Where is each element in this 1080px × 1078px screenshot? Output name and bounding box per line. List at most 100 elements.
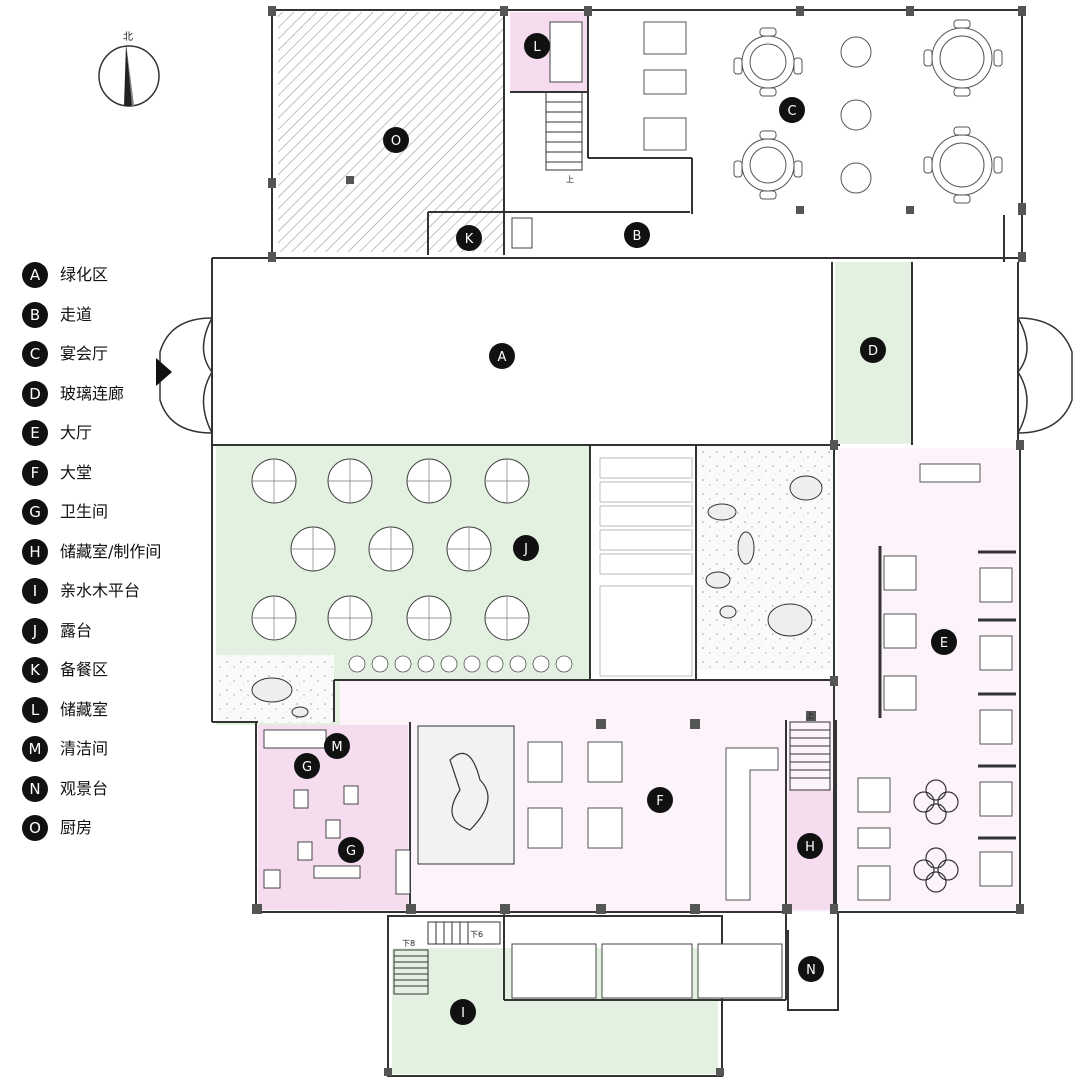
zone-e-label: E — [940, 636, 948, 651]
zone-o-label: O — [391, 134, 401, 149]
hall-partitions — [878, 546, 1016, 840]
restroom-fixtures — [263, 729, 411, 895]
legend-label: 备餐区 — [60, 660, 109, 679]
zone-j-marker — [513, 535, 539, 561]
legend-item-j: J 露台 — [22, 617, 222, 658]
square-tables-c — [643, 21, 687, 151]
legend-label: 储藏室/制作间 — [60, 541, 162, 561]
legend-key-marker: A — [22, 262, 48, 288]
legend-item-b: B 走道 — [22, 301, 222, 342]
legend-key-marker: K — [22, 657, 48, 683]
legend-key-marker: M — [22, 736, 48, 762]
lobby-sofas — [511, 943, 783, 999]
zone-l-label: L — [533, 40, 541, 55]
zone-g-label-2: G — [346, 844, 356, 859]
zone-d-marker — [860, 337, 886, 363]
legend: A 绿化区 B 走道 C 宴会厅 D 玻璃连廊 E 大厅 F 大堂 G 卫生间 H 储藏室/制作间 I 亲水木平台… — [22, 262, 222, 855]
legend-key-marker: F — [22, 459, 48, 486]
zone-e-marker — [931, 629, 957, 655]
legend-label: 绿化区 — [60, 265, 109, 284]
legend-item-h: H 储藏室/制作间 — [22, 538, 222, 579]
lobby-rock-feature — [417, 725, 515, 865]
zone-a-marker — [489, 343, 515, 369]
zone-c-marker — [779, 97, 805, 123]
legend-key-marker: C — [22, 341, 48, 367]
legend-item-n: N 观景台 — [22, 775, 222, 816]
legend-item-f: F 大堂 — [22, 459, 222, 500]
stair-note-down-6: 下6 — [470, 930, 483, 939]
zone-d-label: D — [868, 344, 878, 359]
legend-label: 走道 — [60, 304, 93, 324]
legend-label: 玻璃连廊 — [60, 383, 125, 403]
legend-key-marker: N — [22, 775, 48, 802]
legend-key-marker: E — [22, 420, 48, 446]
legend-key-marker: D — [22, 380, 48, 407]
compass-icon: 北 — [98, 31, 160, 107]
lobby-tables — [527, 741, 779, 901]
zone-k-marker — [456, 225, 482, 251]
legend-item-l: L 储藏室 — [22, 696, 222, 737]
zone-b-marker — [624, 222, 650, 248]
stair-note-down-8: 下8 — [402, 939, 415, 948]
hall-tables — [857, 463, 1013, 901]
compass-north-label: 北 — [123, 31, 133, 43]
zone-k-label: K — [465, 232, 474, 247]
legend-label: 大堂 — [60, 462, 93, 482]
zone-l-marker — [524, 33, 550, 59]
legend-key-marker: G — [22, 499, 48, 525]
zone-a-label: A — [498, 350, 507, 365]
legend-item-g: G 卫生间 — [22, 499, 222, 539]
legend-key-marker: B — [22, 301, 48, 328]
zone-h-label: H — [805, 840, 815, 855]
legend-item-i: I 亲水木平台 — [22, 578, 222, 618]
entrance-arrow-icon — [156, 358, 172, 386]
zone-g-label: G — [302, 760, 312, 775]
lobby-area — [340, 680, 838, 912]
legend-label: 亲水木平台 — [60, 581, 141, 600]
zone-h-marker — [797, 833, 823, 859]
planters — [348, 655, 573, 673]
legend-item-k: K 备餐区 — [22, 657, 222, 697]
zone-i-marker — [450, 999, 476, 1025]
legend-key-marker: L — [22, 696, 48, 723]
legend-item-m: M 清洁间 — [22, 736, 222, 776]
zone-m-marker — [324, 733, 350, 759]
legend-key-marker: I — [22, 578, 48, 604]
legend-key-marker: H — [22, 538, 48, 565]
hall-clover-tables — [913, 779, 959, 893]
zone-g-marker — [294, 753, 320, 779]
terrace-umbrella-lines — [252, 459, 529, 640]
legend-label: 清洁间 — [60, 739, 109, 758]
zone-g-marker-2 — [338, 837, 364, 863]
zone-f-marker — [647, 787, 673, 813]
zone-i-label: I — [461, 1006, 465, 1021]
legend-label: 卫生间 — [60, 502, 109, 521]
legend-label: 大厅 — [60, 423, 93, 442]
legend-key-marker: J — [22, 617, 48, 644]
zone-markers: O L C K B A D J E F M G G H N I — [294, 33, 957, 1025]
legend-item-o: O 厨房 — [22, 815, 222, 855]
legend-label: 厨房 — [60, 818, 93, 837]
zone-o-marker — [383, 127, 409, 153]
legend-key-marker: O — [22, 815, 48, 841]
legend-label: 露台 — [60, 620, 93, 640]
legend-item-e: E 大厅 — [22, 420, 222, 460]
legend-item-c: C 宴会厅 — [22, 341, 222, 381]
legend-item-d: D 玻璃连廊 — [22, 380, 222, 421]
zone-m-label: M — [331, 740, 342, 755]
zone-b-label: B — [633, 229, 642, 244]
zone-c-label: C — [787, 104, 796, 119]
zone-n-marker — [798, 956, 824, 982]
stair-note-up-1: 上 — [566, 175, 574, 184]
banquet-chairs — [733, 19, 1003, 204]
legend-label: 宴会厅 — [60, 344, 109, 363]
zone-n-label: N — [806, 963, 816, 978]
zone-j-label: J — [523, 542, 528, 557]
legend-item-a: A 绿化区 — [22, 262, 222, 302]
zone-f-label: F — [656, 794, 663, 809]
garden-stones — [251, 475, 823, 718]
stair-note-up-2: 上 — [806, 711, 814, 720]
legend-label: 储藏室 — [60, 699, 109, 719]
legend-label: 观景台 — [60, 778, 109, 798]
